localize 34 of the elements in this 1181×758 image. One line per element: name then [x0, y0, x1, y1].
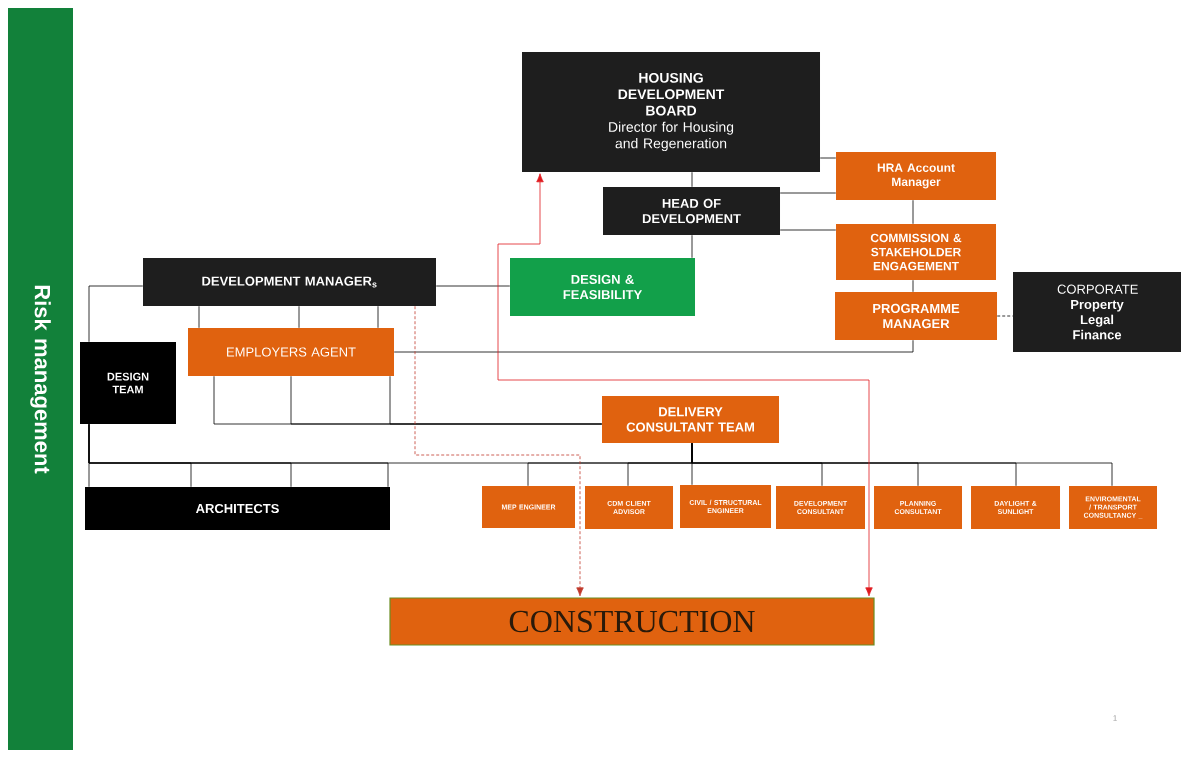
role-box: ARCHITECTS: [85, 487, 390, 530]
role-box: CORPORATE Property Legal Finance: [1013, 272, 1181, 352]
stage-box: CONSTRUCTION: [389, 597, 875, 646]
role-box: DEVELOPMENT MANAGER$_{s}$: [143, 258, 436, 306]
arrow: [414, 305, 584, 597]
connector-line: [198, 305, 200, 329]
connector-line: [779, 192, 837, 194]
role-box: DESIGN & FEASIBILITY: [510, 258, 695, 316]
connector-line: [912, 199, 914, 225]
connector-line: [691, 442, 1113, 487]
connector-line: [691, 171, 693, 188]
connector-line: [393, 339, 914, 353]
role-box: COMMISSION & STAKEHOLDER ENGAGEMENT: [836, 224, 996, 280]
connector-line: [377, 305, 379, 329]
arrow: [497, 173, 873, 597]
connector-line: [298, 305, 300, 329]
connector-line: [435, 285, 511, 287]
connector-line: [88, 285, 144, 343]
role-box: EMPLOYERS AGENT: [188, 328, 394, 376]
connector-line: [88, 423, 389, 488]
connector-line: [996, 315, 1014, 317]
connector-line: [819, 157, 837, 159]
connector-line: [691, 234, 693, 259]
role-box: PROGRAMME MANAGER: [835, 292, 997, 340]
role-box: DESIGN TEAM: [80, 342, 176, 424]
connector-line: [389, 375, 603, 425]
role-box: HRA Account Manager: [836, 152, 996, 200]
connector-line: [912, 279, 914, 293]
board-box: HOUSING DEVELOPMENT BOARD Director for Housing and Regeneration: [522, 52, 820, 172]
connector-line: [779, 229, 837, 231]
side-band: Risk management: [8, 8, 73, 750]
role-box: HEAD OF DEVELOPMENT: [603, 187, 780, 235]
role-box: DELIVERY CONSULTANT TEAM: [602, 396, 779, 443]
page-number: 1: [1113, 715, 1117, 721]
